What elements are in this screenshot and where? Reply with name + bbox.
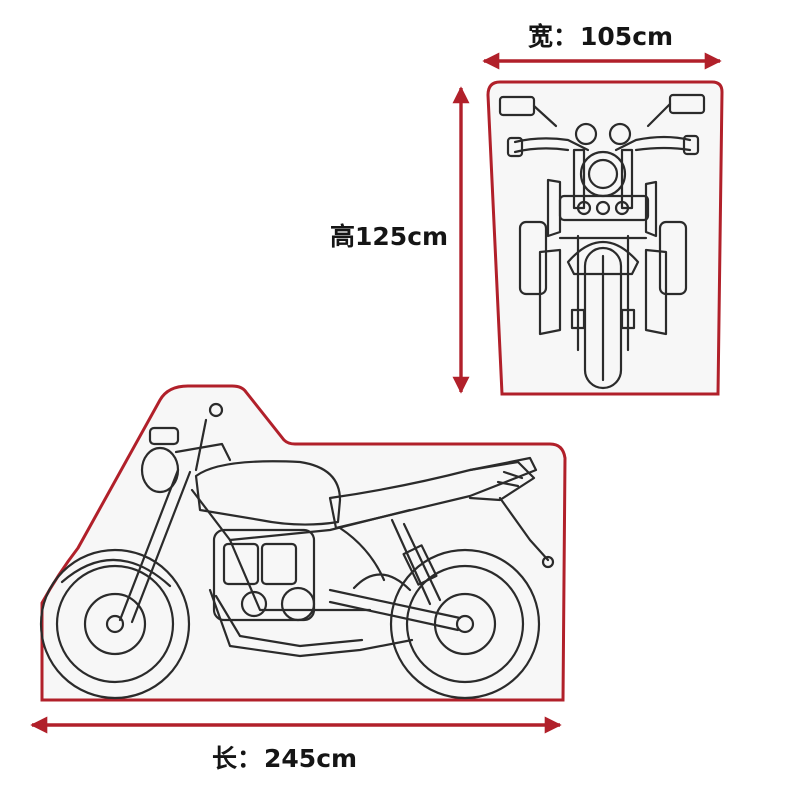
length-label-value: 245cm	[264, 744, 358, 773]
motorcycle-front-view-icon	[498, 93, 706, 390]
height-label-value: 125cm	[355, 222, 449, 251]
length-label: 长：245cm	[212, 746, 357, 771]
height-label: 高125cm	[330, 224, 448, 249]
height-label-prefix: 高	[330, 222, 356, 251]
length-label-prefix: 长：	[212, 744, 263, 773]
width-label: 宽：105cm	[528, 24, 673, 49]
width-label-prefix: 宽：	[528, 22, 579, 51]
width-label-value: 105cm	[580, 22, 674, 51]
motorcycle-side-view-icon	[39, 402, 555, 700]
